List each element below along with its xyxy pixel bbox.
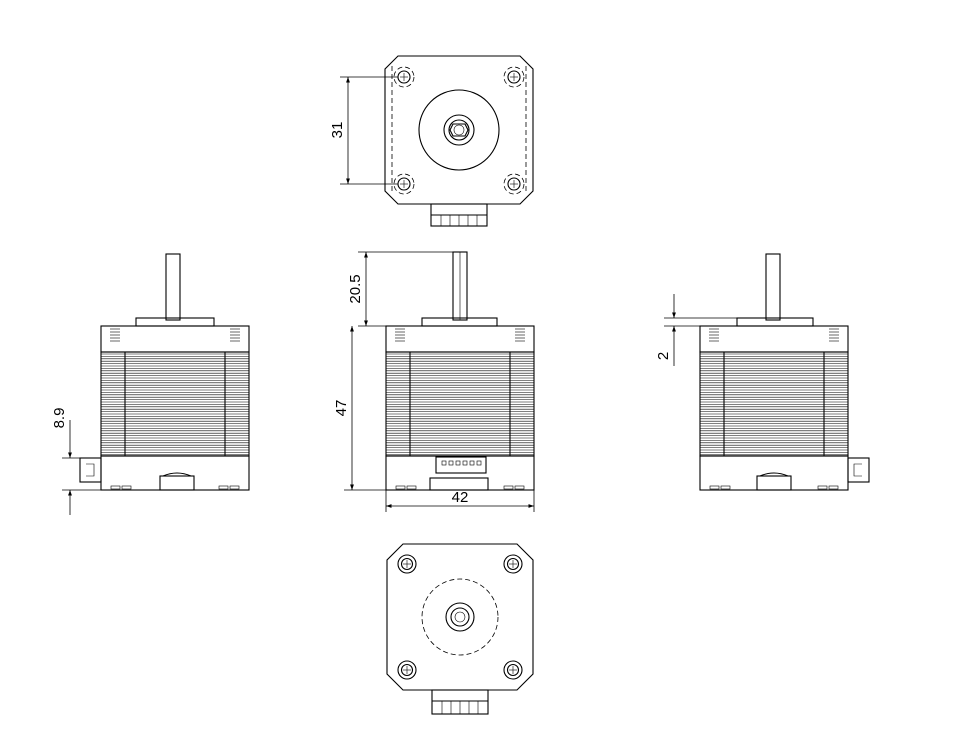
connector-pin — [476, 460, 482, 466]
front-view-endcap-top — [385, 325, 535, 353]
bottom-view-flange-circle — [421, 578, 499, 656]
vent-slot — [218, 485, 229, 490]
top-view-flange-circle — [418, 89, 500, 171]
dim-label-8-9: 8.9 — [51, 408, 68, 429]
dim-label-20-5: 20.5 — [347, 274, 364, 303]
vent-slot — [709, 485, 720, 490]
connector-pin — [448, 460, 454, 466]
dim-label-47: 47 — [333, 400, 350, 417]
connector-pin — [441, 460, 447, 466]
left-side-view: 8.9 — [51, 253, 250, 515]
connector-pin — [455, 460, 461, 466]
bottom-view-outline — [386, 543, 534, 691]
vent-slot — [121, 485, 132, 490]
right-view-shaft — [765, 253, 781, 321]
top-view-outline — [384, 55, 534, 205]
dim-body-width: 42 — [385, 489, 535, 512]
left-view-endcap-top — [100, 325, 250, 353]
top-view: 31 — [329, 55, 534, 227]
top-view-screw-holes — [393, 66, 525, 195]
dim-shaft-length: 20.5 — [347, 251, 453, 327]
right-side-view: 2 — [655, 253, 870, 491]
vent-slot — [817, 485, 828, 490]
vent-slot — [720, 485, 731, 490]
vent-slot — [503, 485, 514, 490]
vent-slot — [395, 485, 406, 490]
dim-mount-spacing: 31 — [329, 76, 398, 185]
front-view: 20.5 47 42 — [333, 251, 535, 512]
right-view-endcap-top — [699, 325, 849, 353]
vent-slot — [406, 485, 417, 490]
connector-pin — [469, 460, 475, 466]
dim-label-2: 2 — [655, 352, 672, 360]
top-view-connector — [430, 203, 488, 227]
vent-slot — [514, 485, 525, 490]
vent-slot — [229, 485, 240, 490]
dim-label-42: 42 — [452, 489, 469, 506]
front-view-boss — [421, 317, 498, 327]
dim-label-31: 31 — [329, 122, 346, 139]
top-view-shaft-boss — [443, 114, 475, 146]
vent-slot — [828, 485, 839, 490]
bottom-view — [386, 543, 534, 715]
dim-boss-height: 2 — [655, 294, 737, 366]
dim-connector-offset: 8.9 — [51, 408, 101, 515]
dim-body-length: 47 — [333, 326, 386, 491]
left-view-shaft — [165, 253, 181, 321]
vent-slot — [110, 485, 121, 490]
connector-pin — [462, 460, 468, 466]
bottom-view-connector — [431, 689, 489, 715]
bottom-view-screw-holes — [397, 554, 523, 680]
